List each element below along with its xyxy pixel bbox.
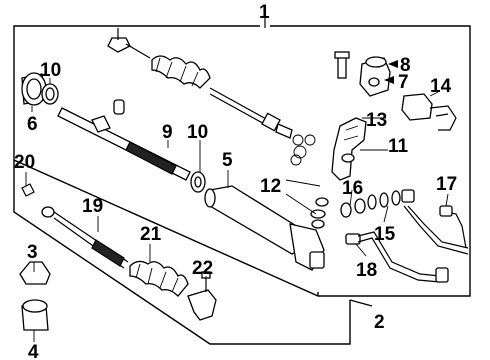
grommet-ring-10a — [41, 83, 59, 105]
tie-rod-end-upper — [107, 28, 151, 59]
callout-10a: 10 — [40, 60, 61, 81]
inner-tie-rod-upper — [209, 87, 293, 139]
seal-rings — [310, 197, 329, 229]
clip — [21, 183, 35, 197]
callout-10b: 10 — [187, 122, 208, 143]
tie-rod-end-lower — [187, 271, 217, 321]
pressure-line — [403, 205, 469, 255]
valve-solenoid — [401, 93, 457, 131]
callout-22: 22 — [192, 258, 213, 279]
bolt — [334, 51, 350, 79]
rack-bar — [57, 107, 191, 181]
inner-tie-rod-lower — [41, 206, 129, 269]
callout-16: 16 — [342, 178, 363, 199]
callout-1: 1 — [259, 2, 270, 23]
callout-6: 6 — [27, 114, 38, 135]
callout-3: 3 — [27, 242, 38, 263]
rack-boot-lower — [129, 260, 189, 297]
callout-5: 5 — [222, 150, 233, 171]
mounting-bushing — [21, 299, 49, 331]
small-ring — [113, 99, 125, 115]
rack-boot-upper — [151, 55, 211, 89]
callout-4: 4 — [28, 342, 39, 360]
callout-9: 9 — [162, 122, 173, 143]
callout-11: 11 — [388, 136, 409, 157]
callout-13: 13 — [366, 110, 387, 131]
callout-12: 12 — [260, 176, 281, 197]
callout-7: 7 — [398, 72, 409, 93]
gear-housing — [204, 185, 325, 271]
callout-20: 20 — [14, 152, 35, 173]
assembly-frame-2 — [13, 160, 373, 345]
leader-lines — [25, 78, 449, 342]
callout-2: 2 — [374, 312, 385, 333]
pressure-line-fitting — [367, 189, 415, 210]
callout-17: 17 — [436, 174, 457, 195]
callout-15: 15 — [374, 224, 396, 245]
callout-14: 14 — [430, 76, 452, 97]
callout-19: 19 — [82, 196, 103, 217]
control-valve — [331, 117, 367, 181]
mounting-bracket — [19, 261, 51, 285]
return-line — [345, 231, 449, 283]
callout-arrows — [384, 60, 398, 84]
callout-21: 21 — [140, 224, 162, 245]
washers — [340, 198, 366, 218]
clamp-clips — [290, 134, 316, 166]
pinion-cover — [359, 56, 391, 97]
grommet-ring-10b — [190, 171, 206, 193]
callout-18: 18 — [356, 260, 377, 281]
callout-8: 8 — [400, 55, 411, 76]
